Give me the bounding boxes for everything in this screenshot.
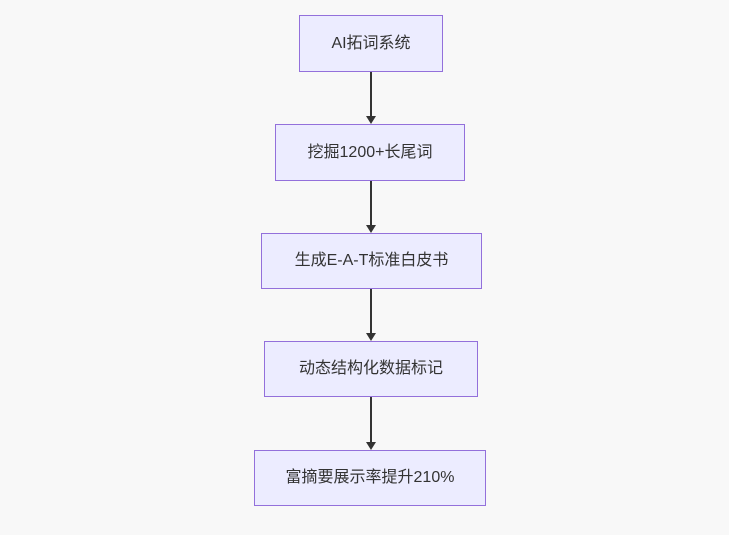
flow-node-eat-whitepaper: 生成E-A-T标准白皮书 [261, 233, 482, 289]
arrow-shaft [370, 72, 372, 116]
flow-arrow-3 [366, 289, 376, 341]
flow-node-longtail-keywords: 挖掘1200+长尾词 [275, 124, 465, 181]
flow-arrow-2 [366, 181, 376, 233]
flow-node-ai-keyword-system: AI拓词系统 [299, 15, 443, 72]
arrow-shaft [370, 181, 372, 225]
flow-node-rich-snippet-rate: 富摘要展示率提升210% [254, 450, 486, 506]
arrow-shaft [370, 397, 372, 442]
arrowhead-down-icon [366, 225, 376, 233]
flow-node-structured-data-markup: 动态结构化数据标记 [264, 341, 478, 397]
flow-arrow-1 [366, 72, 376, 124]
arrowhead-down-icon [366, 116, 376, 124]
flow-arrow-4 [366, 397, 376, 450]
arrowhead-down-icon [366, 442, 376, 450]
arrowhead-down-icon [366, 333, 376, 341]
arrow-shaft [370, 289, 372, 333]
